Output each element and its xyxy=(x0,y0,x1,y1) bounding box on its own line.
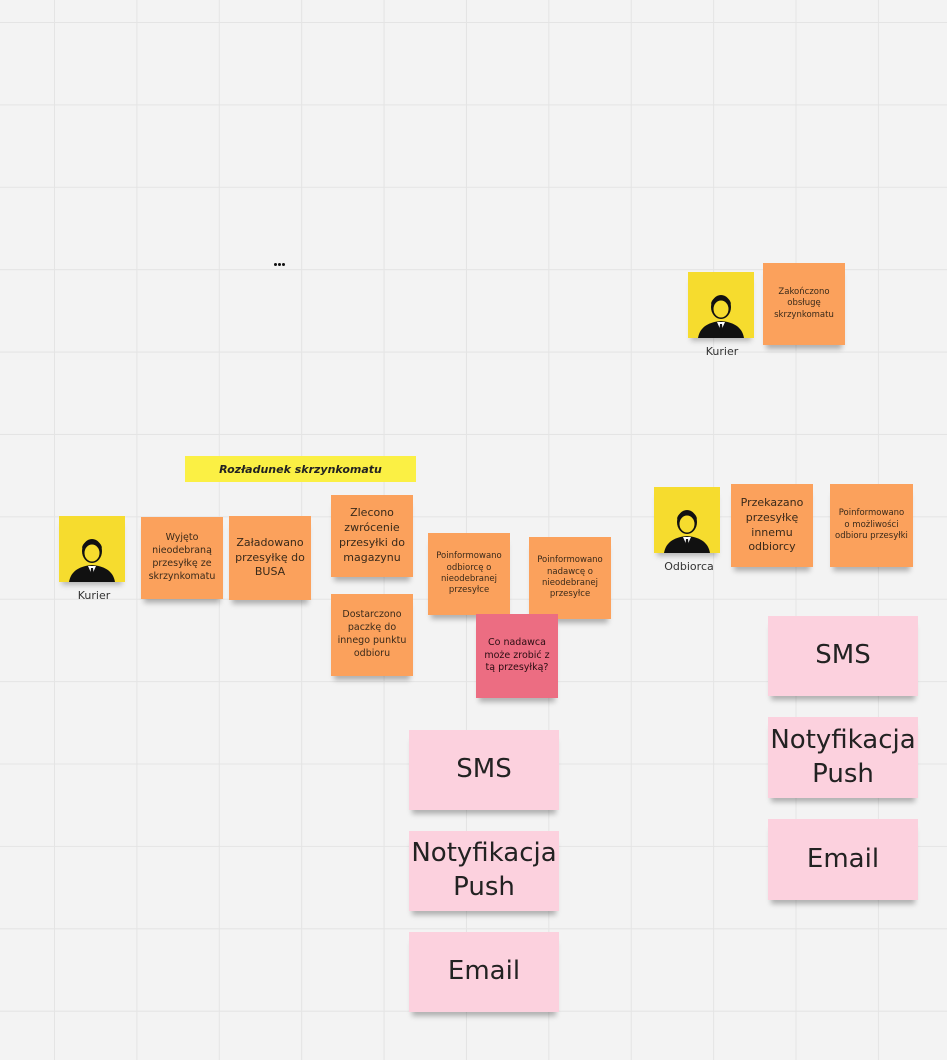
note-poinformowano-mozliwosci[interactable]: Poinformowano o możliwości odbioru przes… xyxy=(830,484,913,567)
more-horizontal-icon[interactable] xyxy=(274,263,285,266)
note-poinformowano-odbiorce[interactable]: Poinformowano odbiorcę o nieodebranej pr… xyxy=(428,533,510,615)
person-icon xyxy=(69,539,115,582)
actor-label-kurier-left: Kurier xyxy=(77,589,111,602)
section-banner[interactable]: Rozładunek skrzynkomatu xyxy=(185,456,416,482)
note-channel-push-right[interactable]: Notyfikacja Push xyxy=(768,717,918,798)
note-channel-sms-right[interactable]: SMS xyxy=(768,616,918,696)
note-dostarczono[interactable]: Dostarczono paczkę do innego punktu odbi… xyxy=(331,594,413,676)
note-zakonczono[interactable]: Zakończono obsługę skrzynkomatu xyxy=(763,263,845,345)
person-icon xyxy=(698,295,744,338)
actor-avatar-kurier-left[interactable] xyxy=(59,516,125,582)
note-channel-sms-left[interactable]: SMS xyxy=(409,730,559,810)
note-wyjeto[interactable]: Wyjęto nieodebraną przesyłkę ze skrzynko… xyxy=(141,517,223,599)
note-zaladowano[interactable]: Załadowano przesyłkę do BUSA xyxy=(229,516,311,600)
note-przekazano[interactable]: Przekazano przesyłkę innemu odbiorcy xyxy=(731,484,813,567)
actor-label-odbiorca: Odbiorca xyxy=(664,560,714,573)
note-channel-push-left[interactable]: Notyfikacja Push xyxy=(409,831,559,911)
actor-avatar-kurier-right[interactable] xyxy=(688,272,754,338)
actor-label-kurier-right: Kurier xyxy=(705,345,739,358)
note-zlecono[interactable]: Zlecono zwrócenie przesyłki do magazynu xyxy=(331,495,413,577)
note-poinformowano-nadawce[interactable]: Poinformowano nadawcę o nieodebranej prz… xyxy=(529,537,611,619)
actor-avatar-odbiorca[interactable] xyxy=(654,487,720,553)
note-channel-email-right[interactable]: Email xyxy=(768,819,918,900)
person-icon xyxy=(664,510,710,553)
note-co-nadawca[interactable]: Co nadawca może zrobić z tą przesyłką? xyxy=(476,614,558,698)
note-channel-email-left[interactable]: Email xyxy=(409,932,559,1012)
